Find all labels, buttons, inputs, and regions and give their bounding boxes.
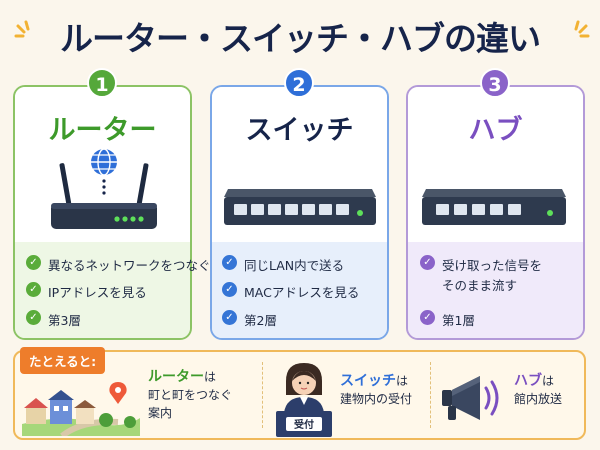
- sparkle-icon: [574, 20, 590, 38]
- feature-item-continued: そのまま流す: [442, 278, 518, 293]
- check-icon: ✓: [26, 310, 41, 325]
- feature-item: ✓ 異なるネットワークをつなぐ: [26, 255, 211, 274]
- check-icon: ✓: [26, 255, 41, 270]
- router-icon: [51, 148, 157, 229]
- check-icon: ✓: [222, 310, 237, 325]
- check-icon: ✓: [420, 310, 435, 325]
- feature-item: ✓ IPアドレスを見る: [26, 282, 147, 301]
- megaphone-icon: [442, 376, 499, 420]
- receptionist-icon: 受付: [276, 363, 332, 437]
- card-number-badge: 3: [480, 68, 510, 98]
- switch-icon: [224, 189, 376, 225]
- check-icon: ✓: [420, 255, 435, 270]
- sparkle-icon: [14, 20, 30, 38]
- card-number-badge: 1: [87, 68, 117, 98]
- feature-item: ✓ 受け取った信号を: [420, 255, 542, 274]
- feature-item: ✓ 同じLAN内で送る: [222, 255, 344, 274]
- divider: [262, 362, 263, 428]
- check-icon: ✓: [26, 282, 41, 297]
- card-number-badge: 2: [284, 68, 314, 98]
- town-map-icon: [22, 382, 140, 436]
- analogy-label: たとえると:: [20, 347, 106, 374]
- card-title: ルーター: [48, 115, 157, 146]
- card-title: スイッチ: [245, 115, 354, 146]
- switch-analogy: スイッチは 建物内の受付: [340, 373, 413, 406]
- page-title: ルーター・スイッチ・ハブの違い: [60, 19, 541, 58]
- feature-item: ✓ 第3層: [26, 310, 81, 329]
- feature-item: ✓ 第2層: [222, 310, 277, 329]
- hub-icon: [422, 189, 566, 225]
- router-analogy: ルーターは 町と町をつなぐ 案内: [148, 369, 233, 420]
- hub-analogy: ハブは 館内放送: [514, 373, 563, 406]
- check-icon: ✓: [222, 282, 237, 297]
- card-title: ハブ: [468, 115, 523, 146]
- feature-item: ✓ MACアドレスを見る: [222, 282, 359, 301]
- desk-sign: 受付: [294, 418, 314, 431]
- feature-item: ✓ 第1層: [420, 310, 475, 329]
- check-icon: ✓: [222, 255, 237, 270]
- divider: [430, 362, 431, 428]
